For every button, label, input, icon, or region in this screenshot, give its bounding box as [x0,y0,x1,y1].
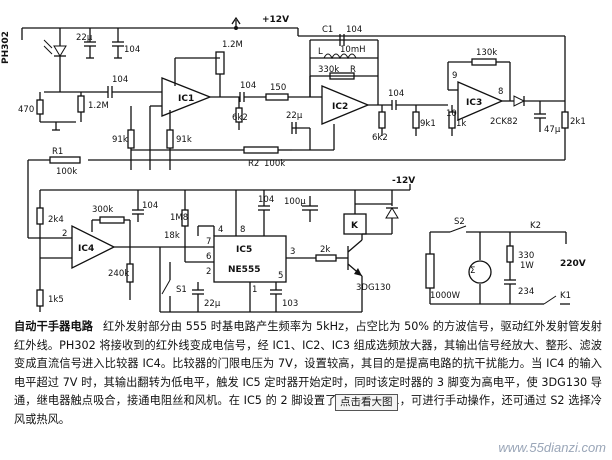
r18k-label: 18k [164,231,180,241]
ic5-pin5-label: 5 [278,271,283,281]
ic1-label: IC1 [178,94,194,104]
circuit-description: 自动干手器电路红外发射部分由 555 时基电路产生频率为 5kHz，占空比为 5… [14,318,602,430]
view-large-image-button[interactable]: 点击看大图 [335,394,398,411]
r9k1-label: 9k1 [420,119,436,129]
r2-value-label: 100k [264,159,285,169]
ic5-label: IC5 [236,245,252,255]
c1-value-label: 104 [346,25,362,35]
ic2-opamp [131,34,392,154]
r330k-label: 330k [318,65,339,75]
k2-label: K2 [530,221,541,231]
c104-d-label: 104 [388,89,404,99]
s2-label: S2 [454,217,465,227]
r1-2m-b-label: 1.2M [222,40,243,50]
r150-label: 150 [270,83,286,93]
c22u-a-label: 22μ [76,33,93,43]
r1-to-ic4 [27,136,566,239]
ic5-pin8-label: 8 [240,225,245,235]
r2k4-label: 2k4 [48,215,64,225]
ic4-label: IC4 [78,244,94,254]
ic5-pin3-label: 3 [290,247,295,257]
c47u-label: 47μ [544,125,561,135]
r1k-label: 1k [456,119,466,129]
r470-label: 470 [18,105,34,115]
r2k-label: 2k [320,245,330,255]
r1-value-label: 100k [56,167,77,177]
k1-label: K1 [560,291,571,301]
c22u-b-label: 22μ [286,111,303,121]
r130k-label: 130k [476,48,497,58]
ic4-comparator [36,190,160,312]
ic2-to-ic3-coupling [378,100,456,136]
caption-title: 自动干手器电路 [14,320,94,333]
decoupling-caps-left [84,28,124,59]
ne555-label: NE555 [228,265,260,275]
c22u-c-label: 22μ [204,299,221,309]
ic1-opamp [127,51,240,170]
c103-label: 103 [282,299,298,309]
ic5-pin4-label: 4 [218,225,223,235]
r1m8-label: 1M8 [170,213,188,223]
ic4-pin2-label: 2 [62,229,67,239]
r1-label: R1 [52,147,63,157]
ic2-label: IC2 [332,102,348,112]
ic5-pin2-label: 2 [206,267,211,277]
site-watermark: www.55dianzi.com [498,440,606,455]
r1k5-label: 1k5 [48,295,64,305]
ic5-ne555 [159,190,318,313]
ic5-pin6-label: 6 [206,252,211,262]
c104-b-label: 104 [112,75,128,85]
r6k2-a-label: 6k2 [232,113,248,123]
ph302-receiver [36,28,100,131]
ic1-to-ic2-coupling [235,92,322,130]
vcc-positive-label: +12V [262,15,289,25]
relay-driver [300,190,399,313]
ic3-pin10-label: 10 [446,109,457,119]
r91k-a-label: 91k [112,135,128,145]
c234-label: 234 [518,287,534,297]
fan-sigma-glyph: Σ [470,266,475,276]
ic1-input-network [77,86,162,122]
ic3-opamp [447,58,569,136]
r91k-b-label: 91k [176,135,192,145]
r2k1-label: 2k1 [570,117,586,127]
heater-label: 1000W [430,291,461,301]
c104-a-label: 104 [124,45,140,55]
ic3-pin8-label: 8 [498,87,503,97]
l-value-label: 10mH [340,45,366,55]
c104-e-label: 104 [142,201,158,211]
supply-rails [21,16,566,191]
c104-c-label: 104 [240,81,256,91]
d2ck82-label: 2CK82 [490,117,518,127]
r1-2m-a-label: 1.2M [88,101,109,111]
s1-label: S1 [176,285,187,295]
caption-body: 红外发射部分由 555 时基电路产生频率为 5kHz，占空比为 50% 的方波信… [14,320,602,426]
r240k-label: 240k [108,269,129,279]
v220-label: 220V [560,259,586,269]
l-label: L [318,47,323,57]
r-label: R [350,65,356,75]
q3dg130-label: 3DG130 [356,283,391,293]
r300k-label: 300k [92,205,113,215]
r330-1w-a-label: 330 [518,251,534,261]
c100u-label: 100μ [284,197,306,207]
relay-k-label: K [351,221,359,231]
ph302-label: PH302 [1,31,11,64]
ic5-pin1-label: 1 [252,285,257,295]
r6k2-b-label: 6k2 [372,133,388,143]
c1-label: C1 [322,25,333,35]
r330-1w-b-label: 1W [520,261,534,271]
mains-load [425,225,570,305]
ic3-pin9-label: 9 [452,71,457,81]
r2-label: R2 [248,159,259,169]
ic3-label: IC3 [466,98,482,108]
circuit-schematic: +12V -12V PH302 470 22μ 104 [1,15,586,313]
ic5-pin7-label: 7 [206,237,211,247]
c104-f-label: 104 [258,195,274,205]
ic2-feedback-r2 [291,122,311,150]
vcc-negative-label: -12V [392,176,415,186]
